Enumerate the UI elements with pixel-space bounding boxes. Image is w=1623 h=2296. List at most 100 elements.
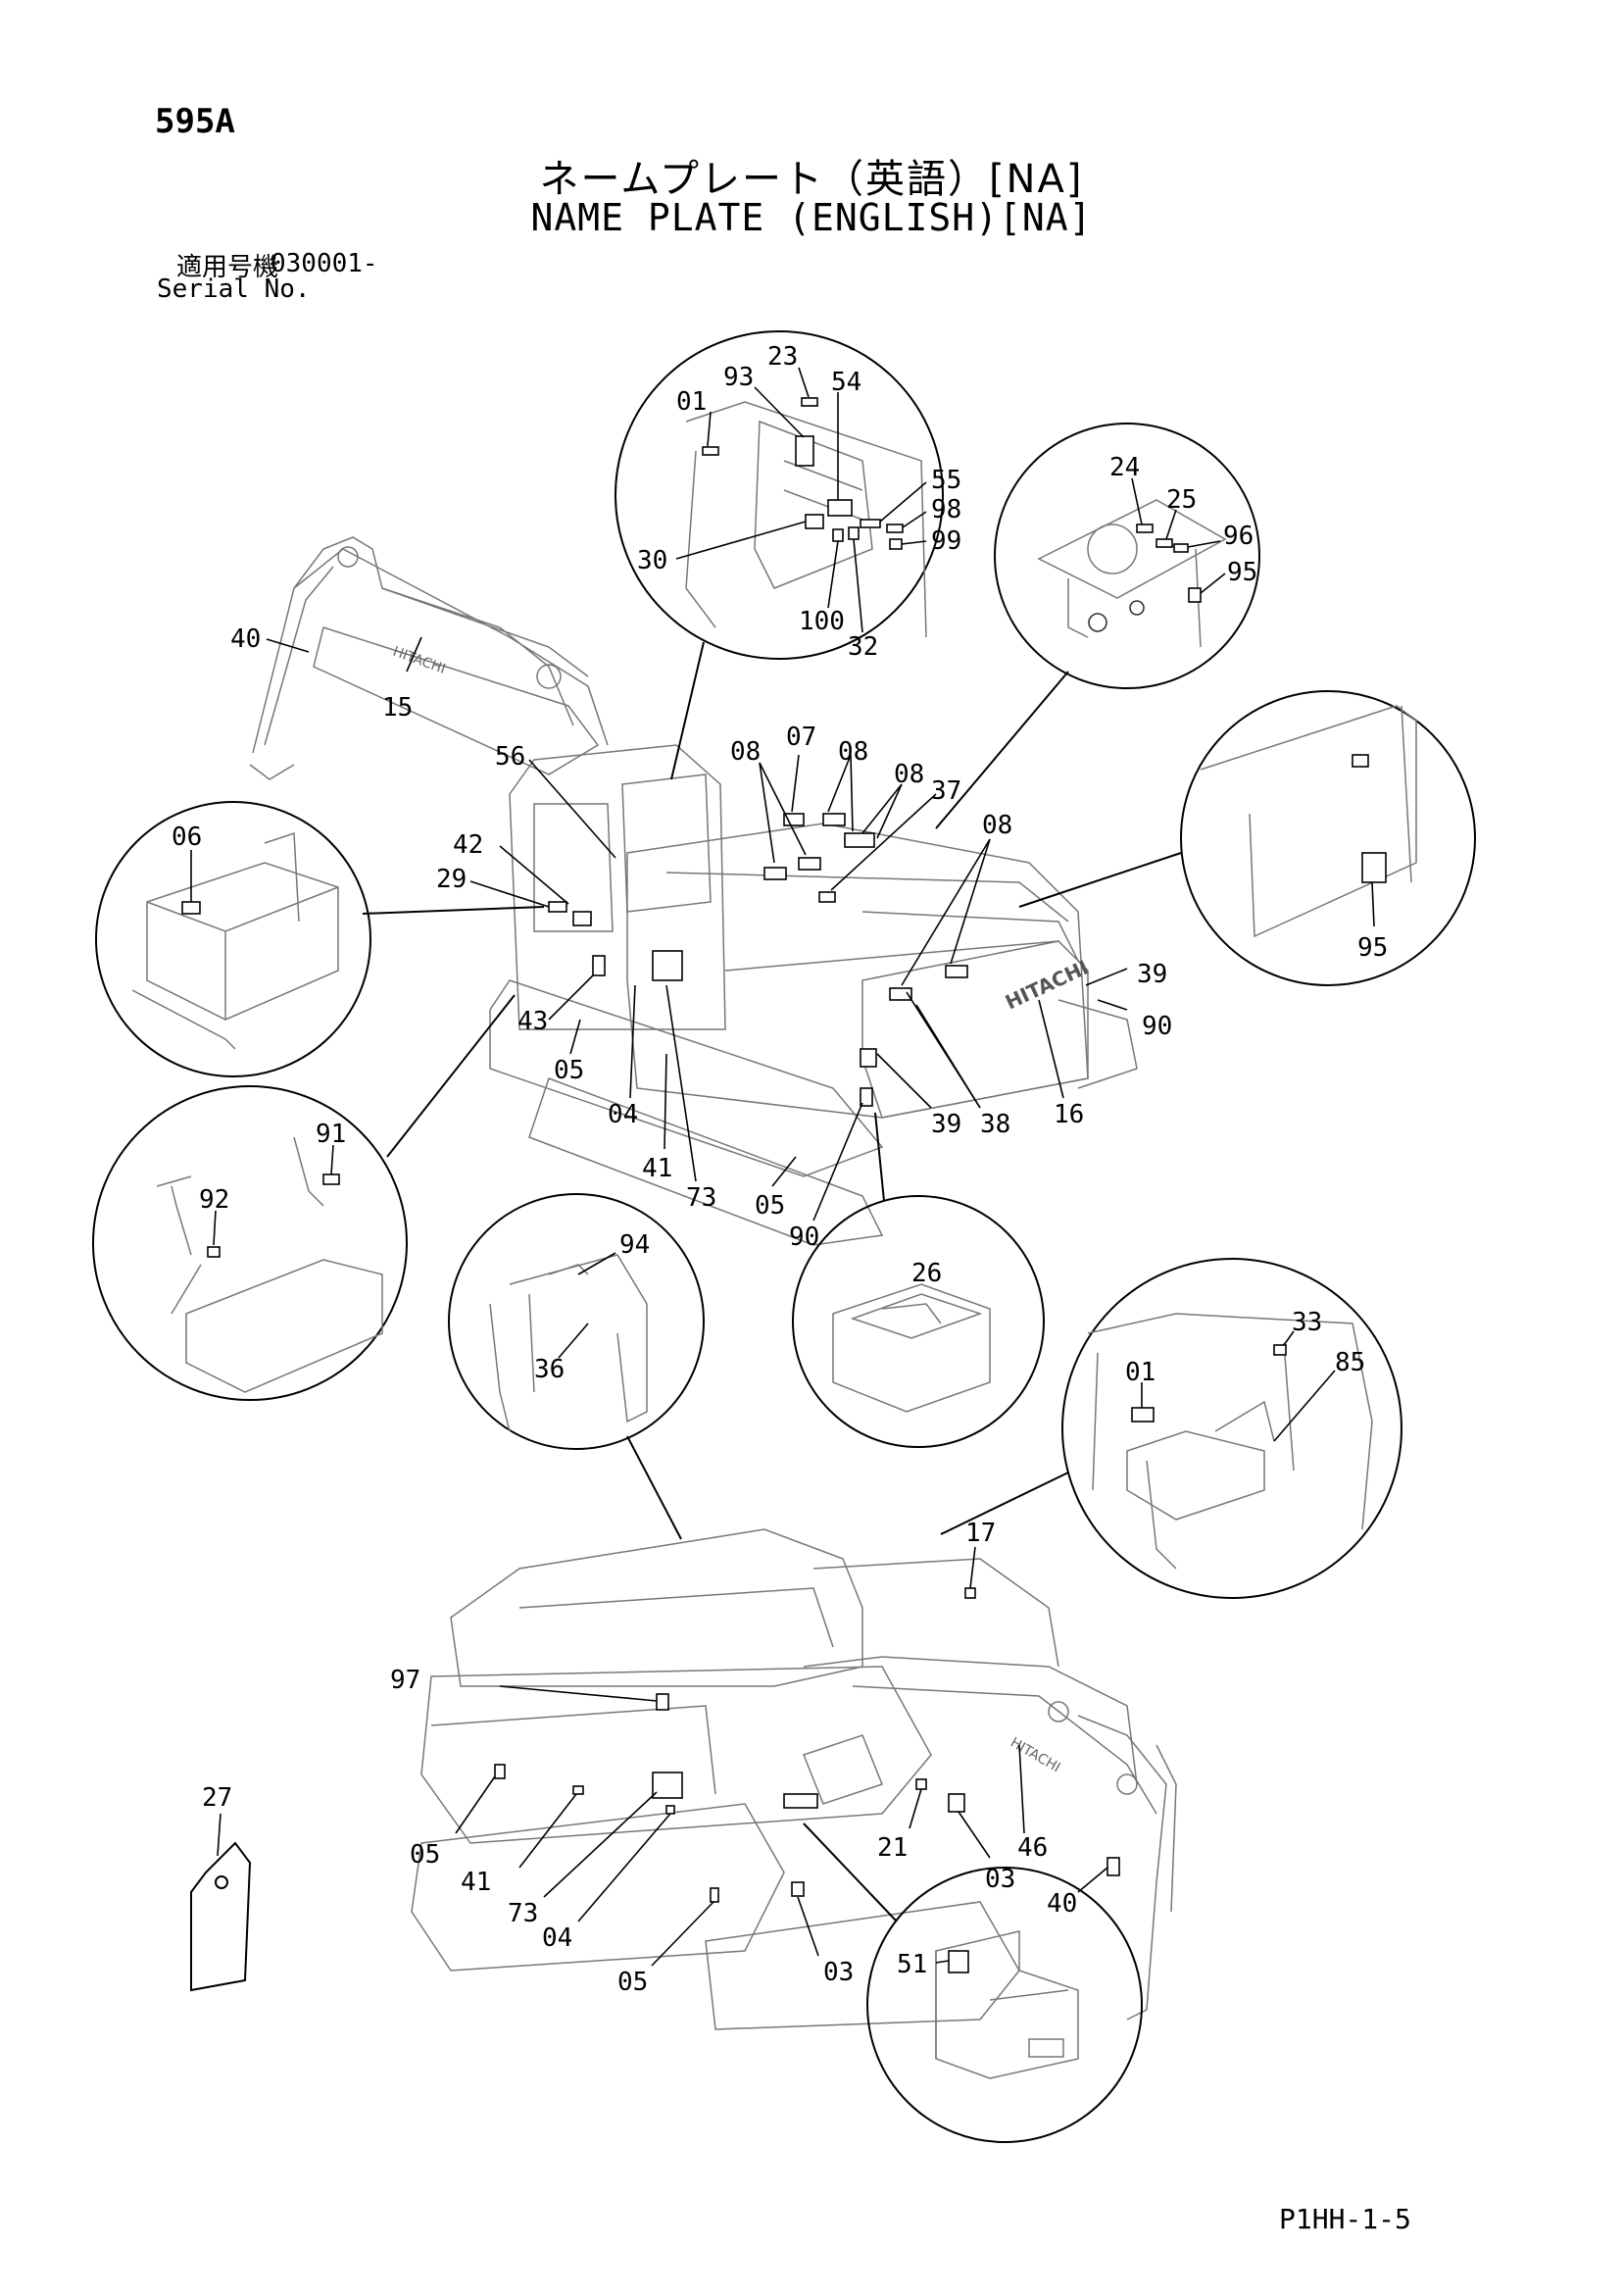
callout-04-lower: 04 xyxy=(542,1923,572,1953)
page-code: 595A xyxy=(155,102,235,141)
callout-95-plate: 95 xyxy=(1227,558,1257,587)
decal-73-lower xyxy=(652,1772,683,1799)
callout-92: 92 xyxy=(199,1185,229,1215)
callout-97: 97 xyxy=(390,1666,420,1695)
decal-23 xyxy=(801,397,818,407)
decal-92 xyxy=(207,1246,221,1258)
decal-55 xyxy=(860,519,881,528)
callout-41-lower: 41 xyxy=(461,1868,491,1897)
decal-08e xyxy=(889,987,912,1001)
callout-90-b: 90 xyxy=(789,1223,819,1252)
callout-07: 07 xyxy=(786,723,816,752)
upper-callouts: 40 15 56 42 29 08 07 08 08 37 08 39 90 1… xyxy=(230,624,1172,1252)
callout-96: 96 xyxy=(1223,522,1254,551)
decal-21 xyxy=(915,1778,927,1790)
decal-25 xyxy=(1156,538,1173,548)
decal-17 xyxy=(964,1587,976,1599)
callout-01-cab: 01 xyxy=(676,387,707,417)
detail-circle-cab-panel: 01 93 23 54 55 98 99 30 100 32 xyxy=(615,330,961,780)
decal-08f xyxy=(945,965,968,978)
detail-circle-engine-plate: 24 25 96 95 xyxy=(935,423,1260,829)
callout-55: 55 xyxy=(931,466,961,495)
decal-40-lower xyxy=(1107,1857,1120,1876)
callout-01-seat: 01 xyxy=(1125,1358,1156,1387)
callout-37: 37 xyxy=(931,776,961,806)
detail-circle-side-panel: 95 xyxy=(1018,690,1476,986)
detail-circle-tool-tray: 51 xyxy=(803,1822,1143,2143)
decal-90 xyxy=(860,1087,873,1107)
decal-51-tray xyxy=(783,1793,818,1809)
arm-brand-text: HITACHI xyxy=(1008,1735,1062,1776)
detail-circle-control-levers: 91 92 xyxy=(92,994,516,1401)
callout-03-track: 03 xyxy=(823,1958,854,1987)
callout-73: 73 xyxy=(686,1183,716,1213)
callout-38: 38 xyxy=(980,1110,1010,1139)
callout-03-lower: 03 xyxy=(985,1865,1015,1894)
detail-circle-pump-cover: 26 xyxy=(792,1112,1045,1448)
decal-96 xyxy=(1173,543,1189,553)
decal-07 xyxy=(783,813,805,826)
decal-05-lower-b xyxy=(710,1887,719,1903)
decal-08c xyxy=(822,813,846,826)
callout-95-panel: 95 xyxy=(1357,933,1388,963)
callout-32: 32 xyxy=(848,632,878,662)
callout-40: 40 xyxy=(230,624,261,654)
callout-16: 16 xyxy=(1054,1100,1084,1129)
decal-08a xyxy=(763,867,787,880)
callout-05-b: 05 xyxy=(755,1191,785,1221)
decal-32 xyxy=(848,526,860,540)
decal-03-lower xyxy=(948,1793,965,1813)
callout-39-b: 39 xyxy=(931,1110,961,1139)
decal-93 xyxy=(795,435,814,467)
callout-30: 30 xyxy=(637,546,667,575)
decal-95-plate xyxy=(1188,587,1202,603)
callout-06: 06 xyxy=(172,823,202,852)
callout-05-lower-b: 05 xyxy=(617,1968,648,1997)
detail-tag-27: 27 xyxy=(190,1783,252,1992)
page-id: P1HH-1-5 xyxy=(1279,2203,1411,2235)
callout-05-a: 05 xyxy=(554,1056,584,1085)
callout-56: 56 xyxy=(495,742,525,772)
callout-54: 54 xyxy=(831,368,861,397)
decal-91 xyxy=(322,1173,340,1185)
callout-41: 41 xyxy=(642,1154,672,1183)
lower-excavator-drawing: HITACHI xyxy=(411,1528,1177,2030)
upper-leader-lines xyxy=(266,636,1128,1222)
decal-98 xyxy=(886,524,904,533)
callout-17: 17 xyxy=(965,1519,996,1548)
decal-24 xyxy=(1136,524,1154,533)
detail-circle-pilot-valve: 94 36 xyxy=(448,1193,705,1540)
callout-42: 42 xyxy=(453,830,483,860)
callout-08-d: 08 xyxy=(982,811,1012,840)
callout-25: 25 xyxy=(1166,485,1197,515)
callout-27: 27 xyxy=(202,1783,232,1813)
serial-number: 030001- xyxy=(270,249,378,278)
page-title-english: NAME PLATE (ENGLISH)[NA] xyxy=(530,196,1093,239)
callout-39-a: 39 xyxy=(1137,960,1167,989)
decal-01-cab xyxy=(702,446,719,456)
callout-36: 36 xyxy=(534,1355,565,1384)
callout-08-b: 08 xyxy=(838,737,868,767)
decal-95-panel xyxy=(1361,852,1387,883)
decal-51 xyxy=(948,1950,969,1973)
callout-08-c: 08 xyxy=(894,760,924,789)
decal-30 xyxy=(805,514,824,529)
decal-41-lower xyxy=(572,1785,584,1795)
callout-24: 24 xyxy=(1109,453,1140,482)
callout-51: 51 xyxy=(897,1950,927,1979)
callout-33: 33 xyxy=(1292,1308,1322,1337)
callout-15: 15 xyxy=(382,693,413,723)
decal-03-track xyxy=(791,1881,805,1897)
decal-43 xyxy=(592,955,606,976)
decal-39 xyxy=(860,1048,877,1068)
callout-23: 23 xyxy=(767,342,798,372)
boom-brand-text: HITACHI xyxy=(391,644,448,677)
callout-94: 94 xyxy=(619,1230,650,1260)
callout-43: 43 xyxy=(517,1007,548,1036)
callout-73-lower: 73 xyxy=(508,1899,538,1928)
callout-08-a: 08 xyxy=(730,737,761,767)
callout-04: 04 xyxy=(608,1100,638,1129)
lower-callouts: 97 05 41 73 04 05 03 21 03 46 40 17 xyxy=(390,1519,1077,1997)
callout-100: 100 xyxy=(799,607,845,636)
